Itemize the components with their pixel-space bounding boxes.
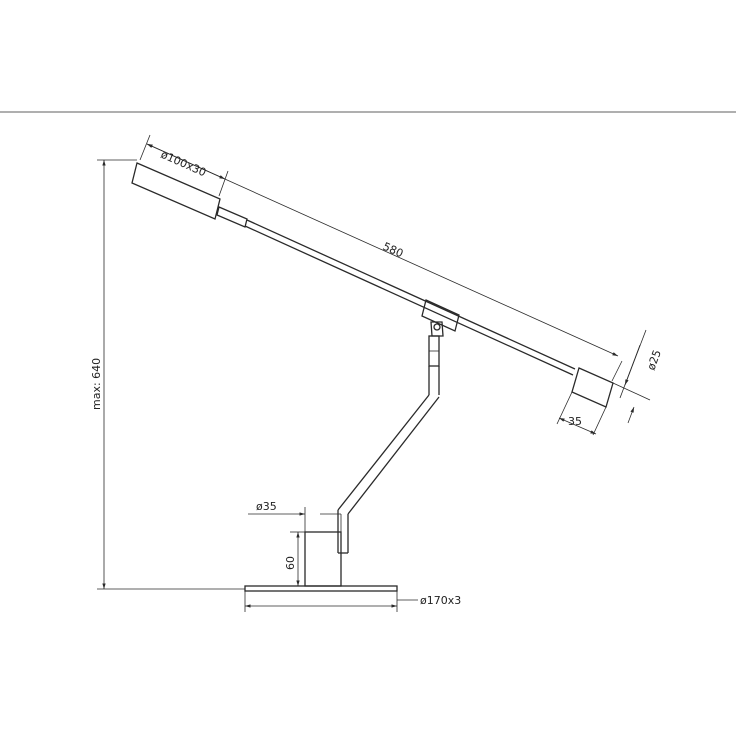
counterweight-length-label: 35: [568, 415, 582, 428]
base-diameter-label: ø170x3: [420, 594, 461, 607]
stem-height-label: 60: [284, 556, 297, 570]
diagonal-rod-right: [347, 396, 440, 515]
pivot-joint-bolt: [433, 323, 441, 331]
max-height-label: max: 640: [90, 358, 103, 410]
head-connector: [216, 206, 248, 228]
counterweight-diameter-label: ø25: [645, 348, 664, 372]
lamp-head: [131, 162, 221, 220]
lamp-body: [131, 162, 614, 592]
head-diameter-label: ø100x30: [159, 148, 208, 179]
diagonal-rod-left: [337, 394, 430, 511]
stem: [304, 531, 342, 587]
arm-edge-bottom: [244, 225, 574, 376]
counterweight-length-dim: [558, 417, 597, 435]
dimension-lines: [97, 134, 651, 612]
stem-diameter-label: ø35: [256, 500, 277, 513]
arm-edge-top: [246, 219, 576, 370]
base-plate: [244, 585, 398, 592]
arm-length-dim: [146, 143, 619, 357]
arm-length-label: 580: [381, 240, 405, 260]
counterweight: [571, 367, 614, 408]
